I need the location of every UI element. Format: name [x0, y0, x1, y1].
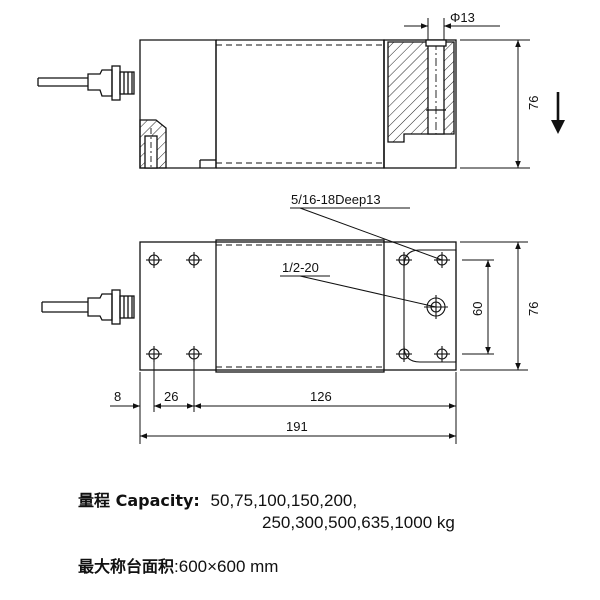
capacity-line-1: 量程 Capacity: 50,75,100,150,200, [78, 487, 357, 511]
side-height-label: 76 [526, 96, 541, 110]
side-view [37, 18, 530, 170]
side-height-dimension [460, 39, 530, 169]
load-direction-arrow [551, 92, 565, 134]
load-slot [396, 249, 457, 363]
plan-view [41, 207, 528, 444]
side-body [139, 39, 457, 170]
plan-horizontal-dimensions [110, 362, 457, 444]
platform-size-value: :600×600 mm [174, 557, 279, 576]
capacity-label: 量程 Capacity: [78, 491, 200, 510]
hole-diameter-label: Φ13 [450, 10, 475, 25]
thread-center-label: 1/2-20 [282, 260, 319, 275]
plan-height-label: 76 [526, 302, 541, 316]
side-cable [37, 65, 135, 101]
dim-8-label: 8 [114, 389, 121, 404]
capacity-values-1: 50,75,100,150,200, [210, 491, 358, 510]
mounting-holes-left [146, 252, 202, 362]
plan-strain-section [215, 239, 385, 373]
platform-size-line: 最大称台面积:600×600 mm [78, 553, 278, 577]
hole-spacing-label: 60 [470, 302, 485, 316]
thread-top-label: 5/16-18Deep13 [291, 192, 381, 207]
thread-center-leader [299, 275, 437, 308]
hole-diameter-leader [404, 18, 500, 40]
thread-top-leader [299, 207, 443, 261]
dim-126-label: 126 [310, 389, 332, 404]
capacity-values-2: 250,300,500,635,1000 kg [262, 513, 455, 532]
plan-vertical-dimensions [460, 241, 528, 371]
capacity-line-2: 250,300,500,635,1000 kg [262, 513, 455, 533]
dim-191-label: 191 [286, 419, 308, 434]
dim-26-label: 26 [164, 389, 178, 404]
platform-size-label: 最大称台面积 [78, 557, 175, 576]
plan-cable [41, 289, 135, 325]
